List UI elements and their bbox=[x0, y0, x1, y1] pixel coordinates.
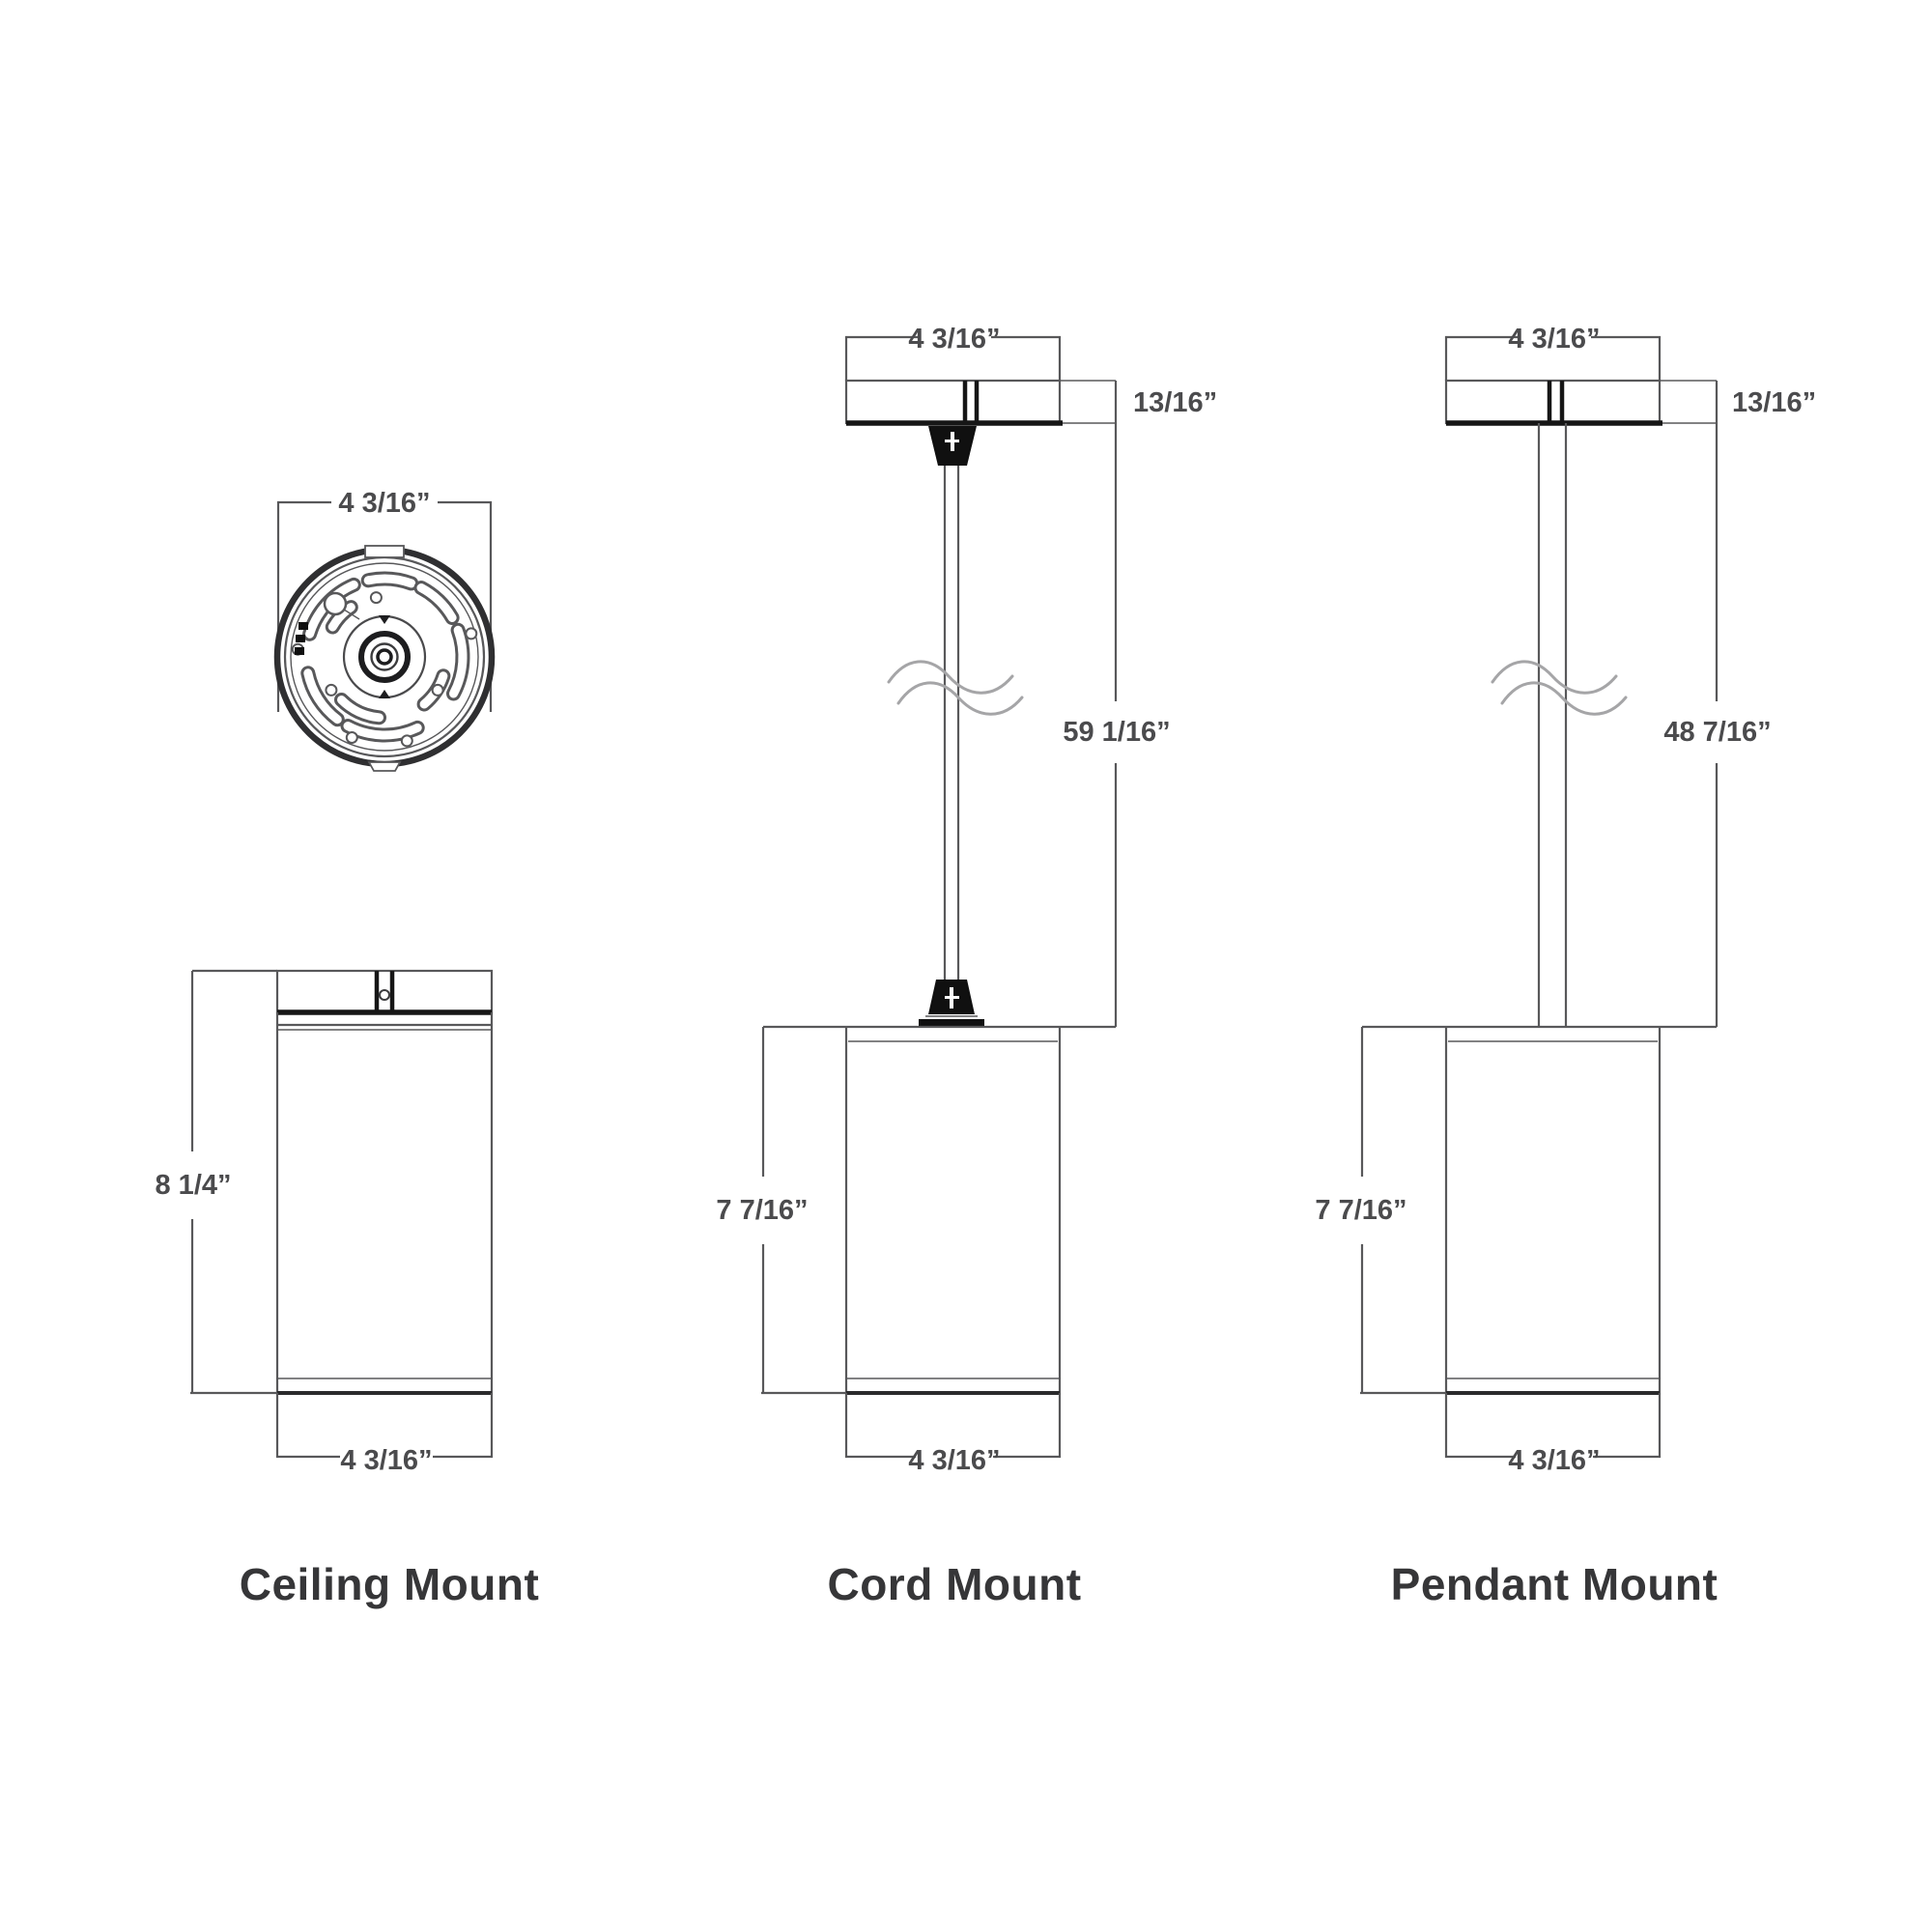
cord bbox=[943, 466, 960, 980]
keyhole-circle bbox=[323, 591, 348, 616]
cord-canopy bbox=[844, 379, 1062, 425]
pendant-suspension-length-label: 48 7/16” bbox=[1663, 717, 1771, 748]
cord-shade-width-label: 4 3/16” bbox=[908, 1445, 1000, 1476]
ceiling-mount-view: 4 3/16” bbox=[156, 488, 540, 1609]
cord-canopy-stem bbox=[962, 381, 980, 423]
cord-shade-height-dimension: 7 7/16” bbox=[716, 1027, 846, 1395]
pendant-canopy-height-label: 13/16” bbox=[1732, 387, 1816, 418]
pendant-mount-view: 4 3/16” 13/16” 48 7/16” bbox=[1315, 324, 1816, 1609]
pendant-canopy-width-label: 4 3/16” bbox=[1508, 324, 1600, 355]
rim-tab-bottom bbox=[367, 761, 402, 772]
terminal-block bbox=[295, 622, 308, 655]
cord-suspension-length-label: 59 1/16” bbox=[1063, 717, 1170, 748]
pendant-canopy-extension-lines bbox=[1660, 380, 1717, 424]
pendant-shade-height-label: 7 7/16” bbox=[1315, 1195, 1406, 1226]
ceiling-top-view: 4 3/16” bbox=[273, 488, 496, 772]
pendant-canopy-stem bbox=[1547, 381, 1565, 423]
rim-notch-top bbox=[364, 545, 405, 558]
cord-grip-top bbox=[928, 426, 977, 466]
cord-canopy-width-label: 4 3/16” bbox=[908, 324, 1000, 355]
pendant-mount-title: Pendant Mount bbox=[1391, 1559, 1719, 1609]
cord-break-mark bbox=[887, 660, 1024, 716]
pendant-canopy-width-dimension: 4 3/16” bbox=[1444, 324, 1662, 381]
ceiling-topview-width-dimension: 4 3/16” bbox=[276, 488, 493, 712]
cord-right-dimension: 13/16” 59 1/16” bbox=[1063, 381, 1217, 1027]
cord-shade-body bbox=[763, 1025, 1116, 1395]
ceiling-topview-width-label: 4 3/16” bbox=[338, 488, 430, 519]
pendant-shade-width-dimension: 4 3/16” bbox=[1444, 1393, 1662, 1476]
cord-grip-bottom bbox=[919, 980, 984, 1027]
center-hub bbox=[342, 614, 427, 699]
pendant-shade-body bbox=[1362, 1025, 1717, 1395]
cord-shade-height-label: 7 7/16” bbox=[716, 1195, 808, 1226]
pendant-break-mark bbox=[1491, 660, 1628, 716]
cord-mount-view: 4 3/16” 13/16” 59 1/16” bbox=[716, 324, 1217, 1609]
ceiling-body bbox=[275, 1012, 494, 1395]
ceiling-height-label: 8 1/4” bbox=[156, 1170, 232, 1201]
pendant-shade-width-label: 4 3/16” bbox=[1508, 1445, 1600, 1476]
ceiling-height-dimension: 8 1/4” bbox=[156, 969, 277, 1395]
pendant-shade-height-dimension: 7 7/16” bbox=[1315, 1027, 1446, 1395]
cord-canopy-height-label: 13/16” bbox=[1133, 387, 1217, 418]
ceiling-width-dimension: 4 3/16” bbox=[275, 1393, 494, 1476]
cord-canopy-width-dimension: 4 3/16” bbox=[844, 324, 1062, 381]
keyhole-link bbox=[343, 609, 360, 620]
cord-mount-title: Cord Mount bbox=[827, 1559, 1081, 1609]
pendant-stem-rod bbox=[1537, 423, 1568, 1027]
pendant-canopy bbox=[1444, 379, 1662, 425]
cord-canopy-extension-lines bbox=[1060, 380, 1116, 424]
pendant-right-dimension: 13/16” 48 7/16” bbox=[1663, 381, 1816, 1027]
ceiling-canopy-stem bbox=[374, 971, 395, 1012]
ceiling-side-view: 8 1/4” 4 3/16” bbox=[156, 969, 494, 1476]
ceiling-mount-title: Ceiling Mount bbox=[240, 1559, 540, 1609]
ceiling-width-label: 4 3/16” bbox=[340, 1445, 432, 1476]
cord-shade-width-dimension: 4 3/16” bbox=[844, 1393, 1062, 1476]
mount-plate-face-edge bbox=[290, 562, 479, 752]
